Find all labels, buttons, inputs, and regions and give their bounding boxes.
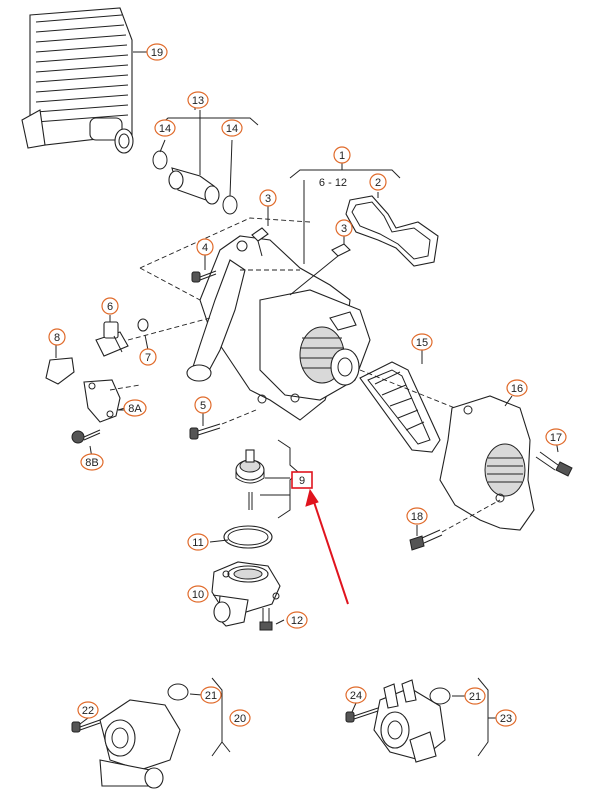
svg-text:20: 20 (234, 713, 246, 725)
callout-8B[interactable]: 8B (80, 453, 104, 471)
callout-7[interactable]: 7 (139, 348, 157, 366)
svg-text:8A: 8A (128, 403, 142, 415)
thermostat (235, 439, 299, 519)
svg-text:14: 14 (226, 123, 238, 135)
callout-2[interactable]: 2 (369, 173, 387, 191)
callout-15[interactable]: 15 (411, 333, 433, 351)
temperature-sender (95, 315, 211, 357)
callout-19[interactable]: 19 (146, 43, 168, 61)
svg-text:2: 2 (375, 177, 381, 189)
svg-text:21: 21 (469, 691, 481, 703)
svg-text:21: 21 (205, 690, 217, 702)
callout-3-lower[interactable]: 3 (335, 219, 353, 237)
callout-21-right[interactable]: 21 (464, 687, 486, 705)
svg-text:19: 19 (151, 47, 163, 59)
svg-text:17: 17 (550, 432, 562, 444)
alt-flange-20 (71, 677, 223, 789)
svg-text:3: 3 (341, 223, 347, 235)
belt-cover (439, 395, 535, 531)
oil-cooler (21, 7, 134, 154)
callout-8[interactable]: 8 (48, 328, 66, 346)
svg-text:6: 6 (107, 301, 113, 313)
bolt-5 (189, 409, 257, 440)
callout-24[interactable]: 24 (345, 686, 367, 704)
flange-plate (83, 379, 141, 423)
svg-text:5: 5 (200, 400, 206, 412)
bolt-3-upper (251, 200, 269, 257)
gasket (345, 195, 439, 267)
callout-14-right[interactable]: 14 (221, 119, 243, 137)
callout-16[interactable]: 16 (506, 379, 528, 397)
leader-lines (79, 51, 513, 753)
svg-text:15: 15 (416, 337, 428, 349)
callout-11[interactable]: 11 (187, 533, 209, 551)
svg-text:4: 4 (202, 242, 208, 254)
callout-1[interactable]: 1 (333, 146, 351, 164)
bolt-12 (259, 608, 273, 631)
svg-text:23: 23 (500, 713, 512, 725)
svg-text:13: 13 (192, 95, 204, 107)
svg-text:3: 3 (265, 193, 271, 205)
svg-text:9: 9 (299, 475, 305, 487)
svg-text:16: 16 (511, 383, 523, 395)
svg-text:11: 11 (192, 537, 203, 549)
svg-text:8B: 8B (85, 457, 98, 469)
callout-3-upper[interactable]: 3 (259, 189, 277, 207)
callout-10[interactable]: 10 (187, 585, 209, 603)
coolant-flange (211, 561, 281, 627)
o-ring (223, 525, 273, 549)
callout-14-left[interactable]: 14 (154, 119, 176, 137)
svg-text:7: 7 (145, 352, 151, 364)
callout-8A[interactable]: 8A (123, 399, 147, 417)
highlight-arrow (305, 488, 349, 605)
bolt-3-lower (289, 236, 351, 296)
callout-9-highlighted[interactable]: 9 (291, 471, 313, 489)
callout-20[interactable]: 20 (229, 709, 251, 727)
svg-text:18: 18 (411, 511, 423, 523)
svg-text:8: 8 (54, 332, 60, 344)
bolt-8B (71, 429, 101, 459)
svg-text:14: 14 (159, 123, 171, 135)
callout-13[interactable]: 13 (187, 91, 209, 109)
range-label-6-12: 6 - 12 (319, 177, 347, 189)
toothed-belt (359, 361, 461, 453)
callout-5[interactable]: 5 (194, 396, 212, 414)
bolt-4 (191, 255, 217, 283)
svg-text:10: 10 (192, 589, 204, 601)
alt-flange-23 (345, 677, 489, 763)
clip (45, 345, 75, 385)
callout-18[interactable]: 18 (406, 507, 428, 525)
svg-text:6 - 12: 6 - 12 (319, 177, 347, 189)
water-pump-housing (139, 217, 371, 421)
connector-pipe (152, 110, 259, 215)
svg-text:24: 24 (350, 690, 362, 702)
bolt-18 (409, 499, 501, 551)
callout-6[interactable]: 6 (101, 297, 119, 315)
callout-22[interactable]: 22 (77, 701, 99, 719)
callout-23[interactable]: 23 (495, 709, 517, 727)
callout-17[interactable]: 17 (545, 428, 567, 446)
callout-4[interactable]: 4 (196, 238, 214, 256)
svg-text:1: 1 (339, 150, 345, 162)
callout-12[interactable]: 12 (286, 611, 308, 629)
svg-text:12: 12 (291, 615, 303, 627)
callout-21-left[interactable]: 21 (200, 686, 222, 704)
svg-text:22: 22 (82, 705, 94, 717)
